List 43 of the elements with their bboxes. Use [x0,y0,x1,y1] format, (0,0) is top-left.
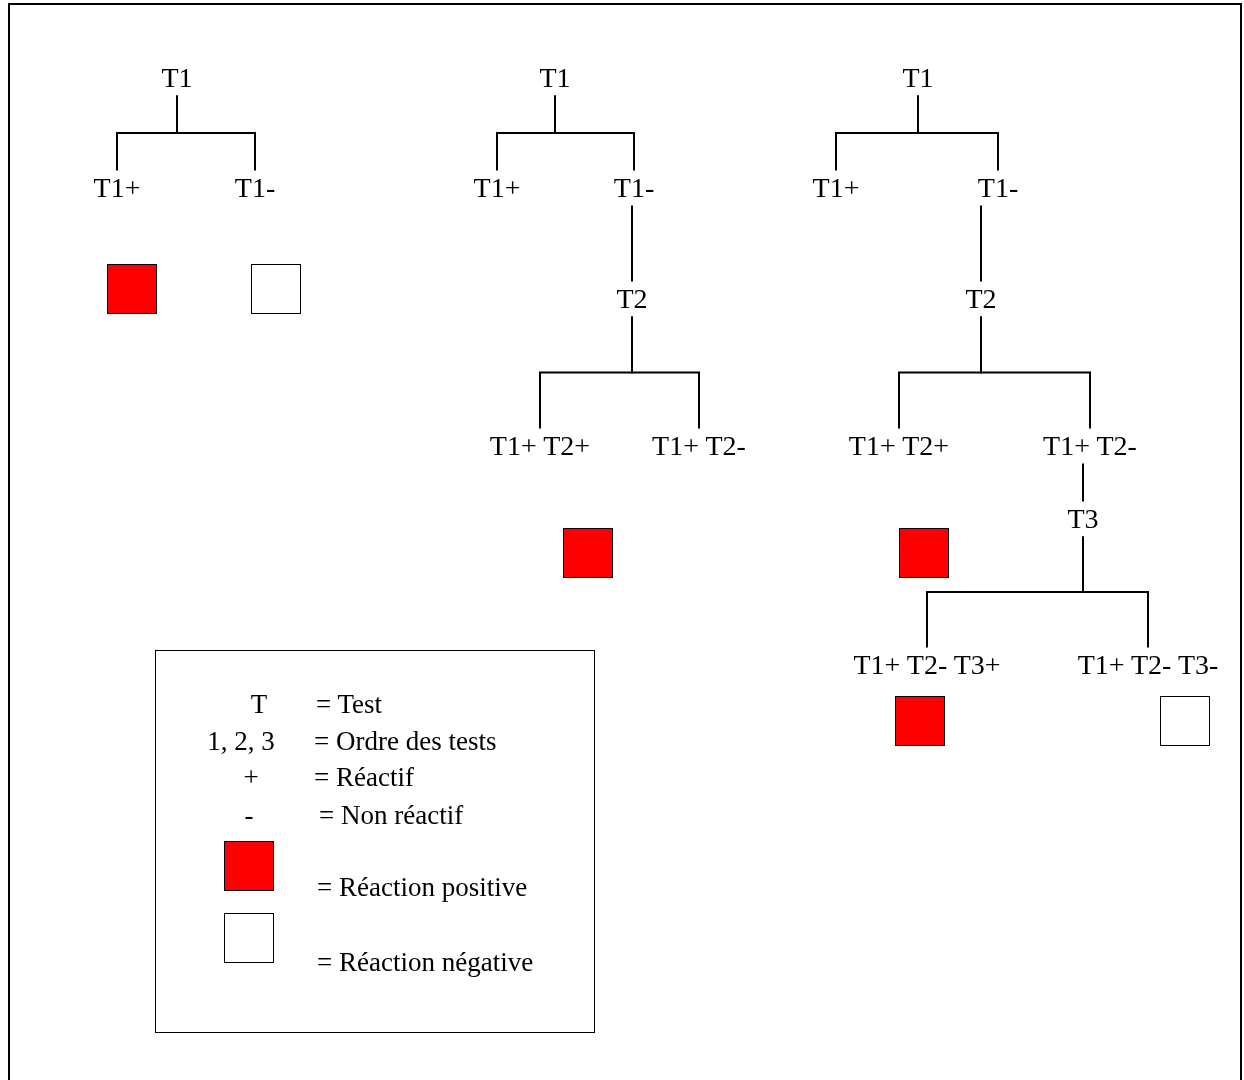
legend-text: + [243,763,259,793]
connector-line [1082,535,1149,649]
legend-text: - [244,801,254,831]
test-label: T1+ T2- [1043,430,1137,462]
test-label: T1+ [473,172,521,204]
legend-text: = Réaction négative [317,948,534,978]
connector-line [980,204,982,283]
legend-text: = Ordre des tests [314,727,497,757]
connector-line [176,94,256,172]
legend-text: = Non réactif [319,801,464,831]
result-square [107,264,157,314]
test-label: T1- [977,172,1019,204]
test-label: T1- [613,172,655,204]
legend-text: = Test [316,690,383,720]
test-label: T1+ T2- T3+ [853,649,1001,681]
legend-text: 1, 2, 3 [207,727,275,757]
test-label: T1+ T2- [652,430,746,462]
connector-line [1082,462,1084,503]
result-square [1160,696,1210,746]
test-label: T2 [965,283,997,315]
connector-line [631,315,700,430]
legend-text: T [250,690,268,720]
connector-line [980,315,1091,430]
result-square [563,528,613,578]
legend-text: = Réactif [314,763,414,793]
connector-line [631,204,633,283]
test-label: T3 [1067,503,1099,535]
connector-line [917,94,999,172]
result-square [895,696,945,746]
test-label: T1+ [812,172,860,204]
connector-line [554,94,635,172]
test-label: T2 [616,283,648,315]
test-label: T1 [161,62,193,94]
result-square [899,528,949,578]
test-label: T1 [902,62,934,94]
test-label: T1 [539,62,571,94]
test-label: T1+ T2+ [489,430,591,462]
test-label: T1+ T2- T3- [1077,649,1219,681]
result-square [251,264,301,314]
test-label: T1- [234,172,276,204]
test-label: T1+ [93,172,141,204]
legend-text: = Réaction positive [317,873,528,903]
test-label: T1+ T2+ [848,430,950,462]
